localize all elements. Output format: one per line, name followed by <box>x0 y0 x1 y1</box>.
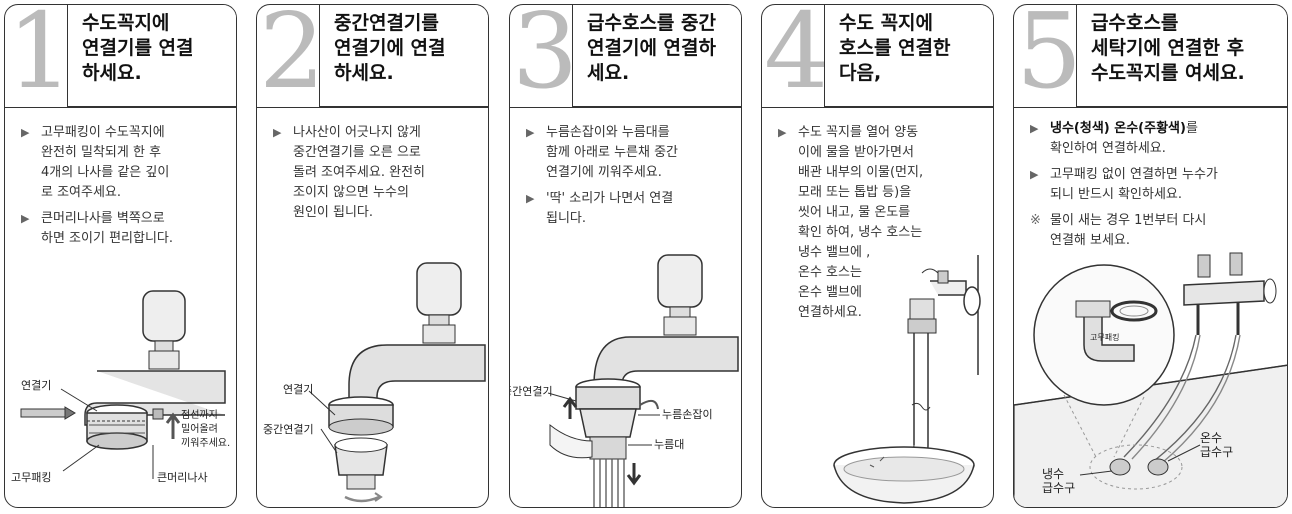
title-box: 급수호스를 중간 연결기에 연결하 세요. <box>572 5 741 107</box>
instructions: ▶ 누름손잡이와 누름대를 함께 아래로 누른채 중간 연결기에 끼워주세요. ▶… <box>526 123 733 235</box>
instruction-text: 나사산이 어긋나지 않게 중간연결기를 오른 으로 돌려 조여주세요. 완전히 … <box>293 125 425 220</box>
instructions: ▶ 나사산이 어긋나지 않게 중간연결기를 오른 으로 돌려 조여주세요. 완전히… <box>273 123 480 229</box>
step-number: 1 <box>7 4 73 112</box>
instruction-item: ▶ 고무패킹이 수도꼭지에 완전히 밀착되게 한 후 4개의 나사를 같은 깊이 … <box>21 123 228 203</box>
connector-label: 연결기 <box>21 379 52 392</box>
instruction-text: 큰머리나사를 벽쪽으로 하면 조이기 편리합니다. <box>41 211 173 246</box>
step-title: 수도 꼭지에 호스를 연결한 다음, <box>839 12 951 84</box>
mid-connector-label: 중간연결기 <box>263 423 314 436</box>
instruction-item: ▶ 고무패킹 없이 연결하면 누수가 되니 반드시 확인하세요. <box>1030 165 1279 205</box>
step-1-panel: 1 수도꼭지에 연결기를 연결 하세요. ▶ 고무패킹이 수도꼭지에 완전히 밀착… <box>4 4 237 508</box>
divider <box>510 107 741 108</box>
instructions: ▶ 수도 꼭지를 열어 양동 이에 물을 받아가면서 배관 내부의 이물(먼지, … <box>778 123 985 329</box>
triangle-bullet-icon: ▶ <box>21 212 30 225</box>
mid-connector-illustration <box>308 262 486 503</box>
step-title: 급수호스를 세탁기에 연결한 후 수도꼭지를 여세요. <box>1091 12 1245 84</box>
divider <box>1014 107 1287 108</box>
instruction-item: ▶ 수도 꼭지를 열어 양동 이에 물을 받아가면서 배관 내부의 이물(먼지, … <box>778 123 985 323</box>
press-bar-label: 누름대 <box>654 438 685 451</box>
instruction-item: ▶ 나사산이 어긋나지 않게 중간연결기를 오른 으로 돌려 조여주세요. 완전히… <box>273 123 480 223</box>
divider <box>5 107 236 108</box>
big-screw-label: 큰머리나사 <box>157 471 208 484</box>
hose-connection-illustration <box>547 254 739 507</box>
triangle-bullet-icon: ▶ <box>778 126 787 139</box>
title-box: 수도꼭지에 연결기를 연결 하세요. <box>67 5 236 107</box>
rubber-packing-label: 고무패킹 <box>11 471 52 484</box>
step-5-panel: 5 급수호스를 세탁기에 연결한 후 수도꼭지를 여세요. ▶ 냉수(청색) 온수… <box>1013 4 1288 508</box>
instruction-text: 고무패킹이 수도꼭지에 완전히 밀착되게 한 후 4개의 나사를 같은 깊이 로… <box>41 125 170 200</box>
press-handle-label: 누름손잡이 <box>662 408 713 421</box>
title-box: 급수호스를 세탁기에 연결한 후 수도꼭지를 여세요. <box>1076 5 1287 107</box>
step-title: 중간연결기를 연결기에 연결 하세요. <box>334 12 446 84</box>
triangle-bullet-icon: ▶ <box>526 126 535 139</box>
divider <box>762 107 993 108</box>
flush-bucket-illustration <box>833 255 981 504</box>
instruction-text: '딱' 소리가 나면서 연결 됩니다. <box>546 191 674 226</box>
triangle-bullet-icon: ▶ <box>21 126 30 139</box>
step-number: 4 <box>764 4 830 112</box>
instruction-item: ▶ 큰머리나사를 벽쪽으로 하면 조이기 편리합니다. <box>21 209 228 249</box>
color-note: 냉수(청색) 온수(주황색) <box>1050 121 1186 136</box>
instructions: ▶ 고무패킹이 수도꼭지에 완전히 밀착되게 한 후 4개의 나사를 같은 깊이 … <box>21 123 228 255</box>
step-2-panel: 2 중간연결기를 연결기에 연결 하세요. ▶ 나사산이 어긋나지 않게 중간연결… <box>256 4 489 508</box>
step-4-panel: 4 수도 꼭지에 호스를 연결한 다음, ▶ 수도 꼭지를 열어 양동 이에 물을… <box>761 4 994 508</box>
faucet-connector-illustration <box>20 290 226 479</box>
instructions: ▶ 냉수(청색) 온수(주황색)를 확인하여 연결하세요. ▶ 고무패킹 없이 연결… <box>1030 119 1279 257</box>
rubber-packing-label: 고무패킹 <box>1090 333 1120 342</box>
instruction-item: ▶ 냉수(청색) 온수(주황색)를 확인하여 연결하세요. <box>1030 119 1279 159</box>
cold-water-inlet-label: 냉수 급수구 <box>1042 467 1076 495</box>
instruction-text: 누름손잡이와 누름대를 함께 아래로 누른채 중간 연결기에 끼워주세요. <box>546 125 678 180</box>
mid-connector-label: 중간연결기 <box>510 385 553 398</box>
step-number: 3 <box>512 4 578 112</box>
instruction-text: 를 확인하여 연결하세요. <box>1050 121 1198 156</box>
step-number: 5 <box>1016 4 1082 112</box>
washer-inlet-illustration <box>1014 252 1287 507</box>
instruction-item: ▶ '딱' 소리가 나면서 연결 됩니다. <box>526 189 733 229</box>
triangle-bullet-icon: ▶ <box>273 126 282 139</box>
dotted-line-note: 점선까지 밀어올려 끼워주세요. <box>181 410 231 449</box>
title-box: 수도 꼭지에 호스를 연결한 다음, <box>824 5 993 107</box>
hot-water-inlet-label: 온수 급수구 <box>1200 431 1234 459</box>
step-3-panel: 3 급수호스를 중간 연결기에 연결하 세요. ▶ 누름손잡이와 누름대를 함께 … <box>509 4 742 508</box>
title-box: 중간연결기를 연결기에 연결 하세요. <box>319 5 488 107</box>
instruction-item: ▶ 누름손잡이와 누름대를 함께 아래로 누른채 중간 연결기에 끼워주세요. <box>526 123 733 183</box>
step-title: 급수호스를 중간 연결기에 연결하 세요. <box>587 12 716 84</box>
instruction-text: 고무패킹 없이 연결하면 누수가 되니 반드시 확인하세요. <box>1050 167 1218 202</box>
instruction-text: 수도 꼭지를 열어 양동 이에 물을 받아가면서 배관 내부의 이물(먼지, 모… <box>798 125 924 320</box>
triangle-bullet-icon: ▶ <box>526 192 535 205</box>
step-title: 수도꼭지에 연결기를 연결 하세요. <box>82 12 194 84</box>
triangle-bullet-icon: ▶ <box>1030 122 1039 135</box>
instruction-item: ※ 물이 새는 경우 1번부터 다시 연결해 보세요. <box>1030 211 1279 251</box>
divider <box>257 107 488 108</box>
reference-mark-icon: ※ <box>1030 213 1041 228</box>
step-number: 2 <box>259 4 325 112</box>
connector-label: 연결기 <box>283 383 314 396</box>
instruction-text: 물이 새는 경우 1번부터 다시 연결해 보세요. <box>1050 213 1207 248</box>
triangle-bullet-icon: ▶ <box>1030 168 1039 181</box>
